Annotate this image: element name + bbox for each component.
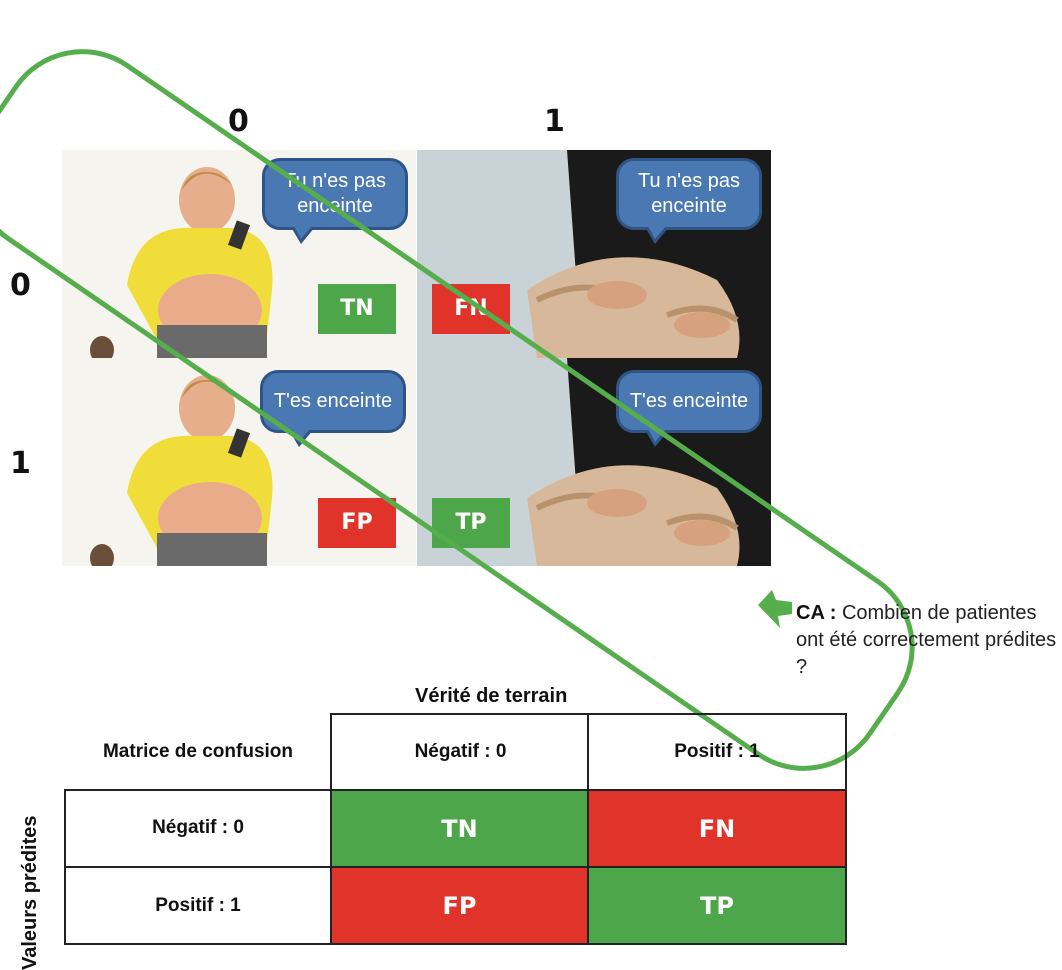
table-title: Matrice de confusion: [102, 741, 294, 762]
col-divider: [330, 713, 332, 945]
photo-row-header-1: 1: [10, 446, 31, 481]
callout-text: Combien de patientes ont été correctemen…: [796, 602, 1057, 678]
col-header-positif: Positif : 1: [587, 713, 847, 791]
cell-fp: FP: [332, 868, 587, 943]
photo-col-header-1: 1: [544, 104, 565, 139]
row-divider: [64, 866, 847, 868]
cell-tp: TP: [589, 868, 845, 943]
speech-bubble-tp: T'es enceinte: [616, 370, 762, 447]
cell-tn: TN: [332, 791, 587, 866]
speech-bubble-fn: Tu n'es pas enceinte: [616, 158, 762, 244]
row-group-label: Valeurs prédites: [19, 815, 41, 970]
speech-bubble-fp: T'es enceinte: [260, 370, 406, 447]
arrow-icon: [758, 590, 792, 628]
bubble-text: T'es enceinte: [273, 390, 393, 412]
callout-bold: CA :: [796, 602, 837, 624]
row-header-positif: Positif : 1: [155, 895, 241, 916]
bubble-text: T'es enceinte: [629, 390, 749, 412]
tag-tn: TN: [318, 284, 396, 334]
col-group-label: Vérité de terrain: [415, 685, 568, 707]
cell-fn: FN: [589, 791, 845, 866]
tag-fp: FP: [318, 498, 396, 548]
photo-col-header-0: 0: [228, 104, 249, 139]
col-divider-inner: [587, 789, 589, 945]
col-header-negatif: Négatif : 0: [330, 713, 589, 791]
callout-ca: CA : Combien de patientes ont été correc…: [796, 600, 1062, 681]
tag-fn: FN: [432, 284, 510, 334]
bubble-text: Tu n'es pas enceinte: [637, 170, 741, 217]
row-header-negatif: Négatif : 0: [152, 817, 244, 838]
photo-row-header-0: 0: [10, 268, 31, 303]
pregnant-illustration: [417, 150, 771, 358]
tag-tp: TP: [432, 498, 510, 548]
